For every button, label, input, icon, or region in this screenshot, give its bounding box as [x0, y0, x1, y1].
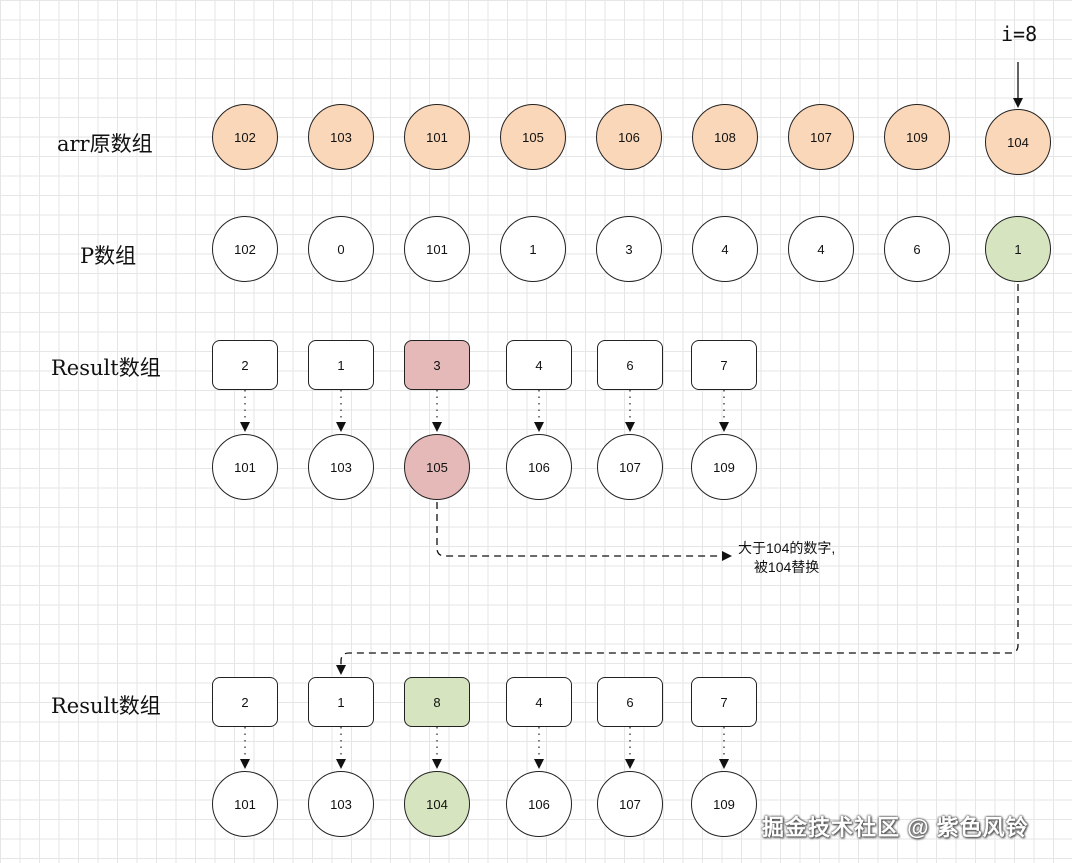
arr-node: 107 [788, 104, 854, 170]
p-node-current: 1 [985, 216, 1051, 282]
result2-index-box: 7 [691, 677, 757, 727]
p-node: 6 [884, 216, 950, 282]
result2-row-label: Result数组 [51, 694, 161, 718]
result2-index-box-updated: 8 [404, 677, 470, 727]
result1-value-node: 103 [308, 434, 374, 500]
p-row-label: P数组 [80, 244, 137, 268]
result2-index-box: 2 [212, 677, 278, 727]
p-node: 101 [404, 216, 470, 282]
update-arrow [336, 284, 1019, 675]
pointer-label: i=8 [1001, 22, 1038, 46]
arr-row-label: arr原数组 [57, 132, 153, 156]
result1-value-node: 106 [506, 434, 572, 500]
result2-value-node: 109 [691, 771, 757, 837]
result2-value-node: 107 [597, 771, 663, 837]
result2-index-box: 4 [506, 677, 572, 727]
result1-value-node: 101 [212, 434, 278, 500]
replace-note: 大于104的数字, 被104替换 [738, 539, 835, 577]
result2-index-box: 6 [597, 677, 663, 727]
replace-note-line1: 大于104的数字, [738, 540, 836, 556]
result2-value-node: 103 [308, 771, 374, 837]
arr-node: 103 [308, 104, 374, 170]
result2-value-node: 101 [212, 771, 278, 837]
p-node: 3 [596, 216, 662, 282]
result1-value-node-replaced: 105 [404, 434, 470, 500]
p-node: 4 [692, 216, 758, 282]
result1-index-box: 4 [506, 340, 572, 390]
arr-node: 101 [404, 104, 470, 170]
p-node: 102 [212, 216, 278, 282]
result1-row-label: Result数组 [51, 356, 161, 380]
replace-arrow [436, 502, 732, 561]
p-node: 1 [500, 216, 566, 282]
result1-index-box: 1 [308, 340, 374, 390]
arr-node: 109 [884, 104, 950, 170]
result2-index-box: 1 [308, 677, 374, 727]
result1-index-box-replaced: 3 [404, 340, 470, 390]
result2-value-node: 106 [506, 771, 572, 837]
p-node: 0 [308, 216, 374, 282]
result2-links [240, 727, 729, 769]
watermark: 掘金技术社区 @ 紫色风铃 [762, 815, 1029, 840]
arr-node: 106 [596, 104, 662, 170]
p-node: 4 [788, 216, 854, 282]
result1-index-box: 7 [691, 340, 757, 390]
result1-value-node: 109 [691, 434, 757, 500]
arr-node: 102 [212, 104, 278, 170]
replace-note-line2: 被104替换 [753, 559, 820, 575]
arr-node: 108 [692, 104, 758, 170]
result1-value-node: 107 [597, 434, 663, 500]
result1-index-box: 2 [212, 340, 278, 390]
result1-index-box: 6 [597, 340, 663, 390]
result2-value-node-updated: 104 [404, 771, 470, 837]
arr-node-current: 104 [985, 109, 1051, 175]
result1-links [240, 390, 729, 432]
arr-node: 105 [500, 104, 566, 170]
